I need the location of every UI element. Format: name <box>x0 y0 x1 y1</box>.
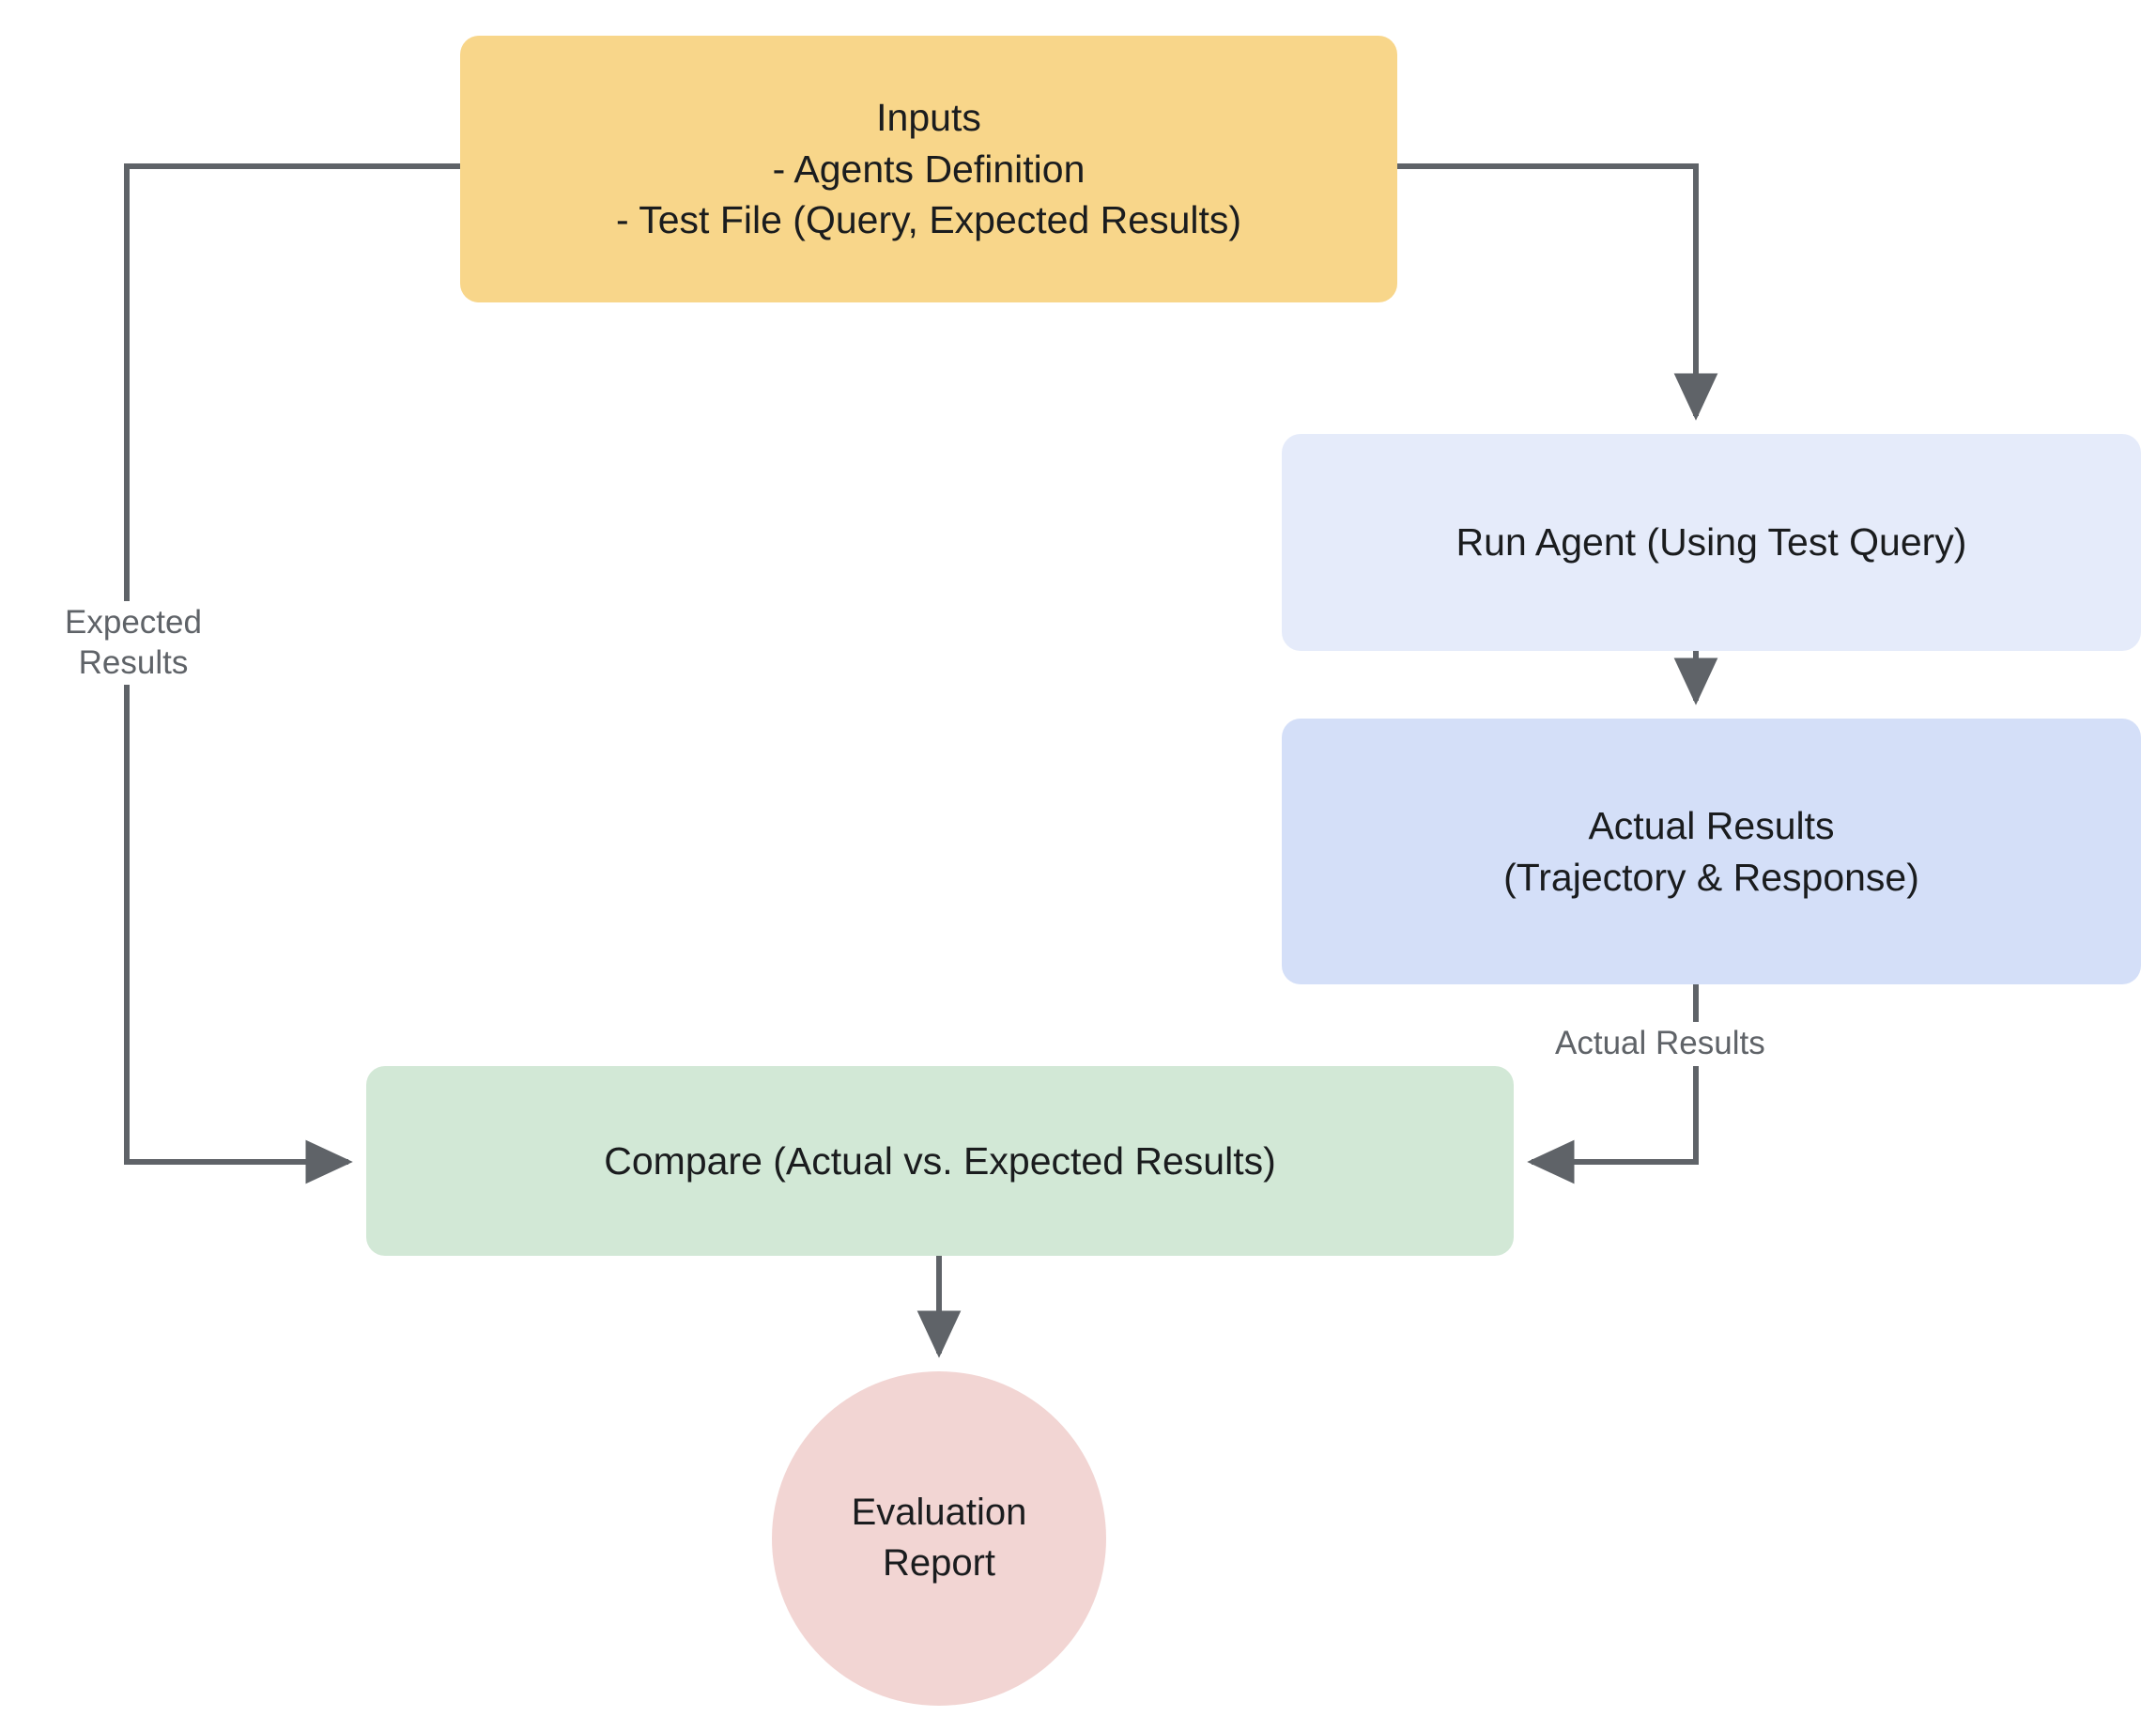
node-inputs-label: Inputs - Agents Definition - Test File (… <box>615 95 1242 242</box>
node-inputs[interactable]: Inputs - Agents Definition - Test File (… <box>460 36 1397 302</box>
node-evaluation-report-label: Evaluation Report <box>851 1492 1027 1584</box>
node-compare-label: Compare (Actual vs. Expected Results) <box>604 1138 1276 1183</box>
edge-label-expected-results: Expected Results <box>34 601 233 686</box>
node-evaluation-report[interactable]: Evaluation Report <box>772 1371 1106 1706</box>
node-run-agent[interactable]: Run Agent (Using Test Query) <box>1282 434 2141 651</box>
edge-label-actual-results: Actual Results <box>1549 1022 1822 1066</box>
node-actual-results[interactable]: Actual Results (Trajectory & Response) <box>1282 719 2141 984</box>
edge-actual-results-to-compare <box>1527 984 1699 1184</box>
node-actual-results-label: Actual Results (Trajectory & Response) <box>1503 803 1919 899</box>
node-compare[interactable]: Compare (Actual vs. Expected Results) <box>366 1066 1514 1256</box>
node-run-agent-label: Run Agent (Using Test Query) <box>1455 520 1967 565</box>
edge-inputs-to-run-agent <box>1397 163 1718 421</box>
